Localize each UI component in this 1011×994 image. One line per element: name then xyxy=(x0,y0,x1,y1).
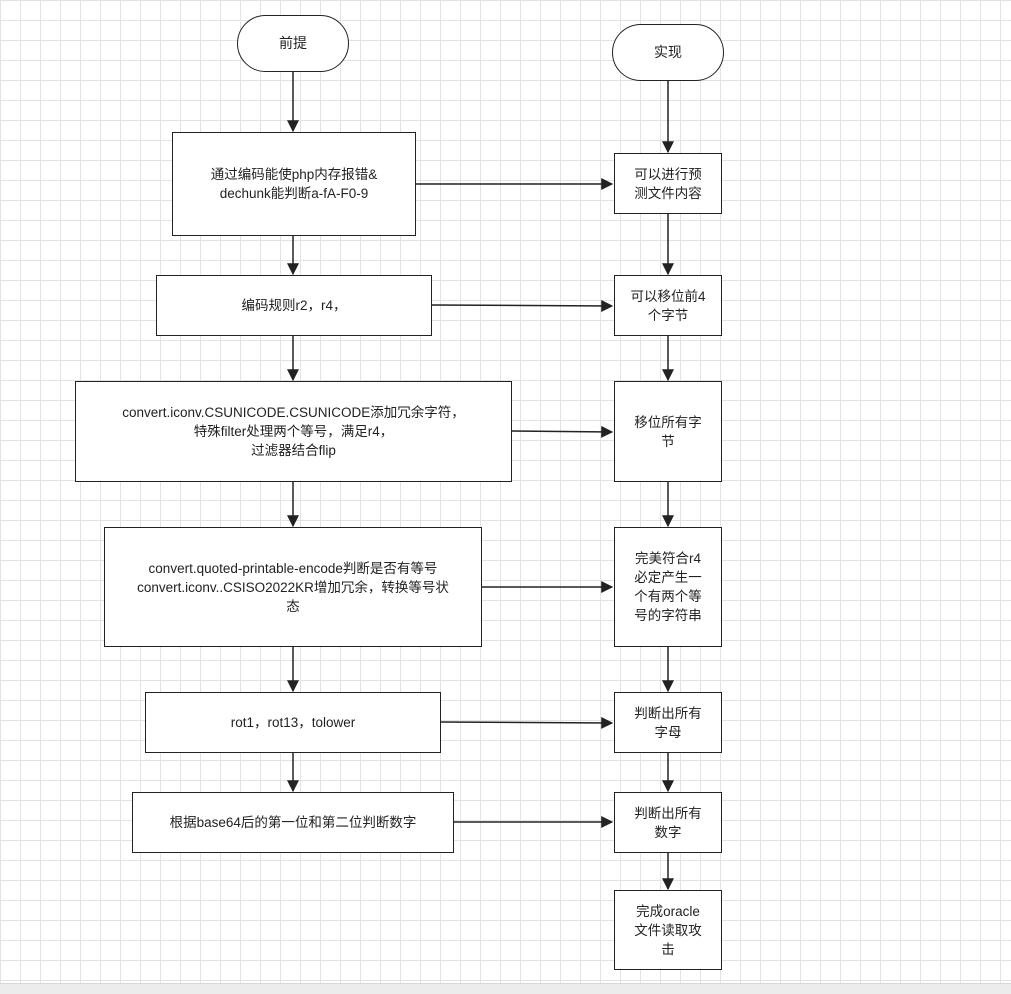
process-quoted-printable[interactable]: convert.quoted-printable-encode判断是否有等号 c… xyxy=(104,527,482,647)
result-shift-first-4-bytes-label: 可以移位前4 个字节 xyxy=(630,288,706,323)
connector-arrow-16 xyxy=(511,425,614,438)
result-all-letters[interactable]: 判断出所有 字母 xyxy=(614,692,722,753)
process-csunicode-filter-label: convert.iconv.CSUNICODE.CSUNICODE添加冗余字符，… xyxy=(122,405,465,458)
terminal-premise-label: 前提 xyxy=(279,35,307,51)
result-r4-two-equals-label: 完美符合r4 必定产生一 个有两个等 号的字符串 xyxy=(634,551,702,623)
result-oracle-attack-label: 完成oracle 文件读取攻 击 xyxy=(634,903,702,957)
process-rot-tolower[interactable]: rot1，rot13，tolower xyxy=(145,692,441,753)
process-memory-error-dechunk-label: 通过编码能使php内存报错& dechunk能判断a-fA-F0-9 xyxy=(210,167,378,201)
result-shift-all-bytes-label: 移位所有字 节 xyxy=(634,414,702,449)
result-r4-two-equals[interactable]: 完美符合r4 必定产生一 个有两个等 号的字符串 xyxy=(614,527,722,647)
process-encoding-rules-label: 编码规则r2，r4， xyxy=(241,298,347,313)
result-all-digits[interactable]: 判断出所有 数字 xyxy=(614,792,722,853)
process-memory-error-dechunk[interactable]: 通过编码能使php内存报错& dechunk能判断a-fA-F0-9 xyxy=(172,132,416,236)
connector-arrow-15 xyxy=(431,299,614,312)
process-encoding-rules[interactable]: 编码规则r2，r4， xyxy=(156,275,432,336)
bottom-scroll-bar[interactable] xyxy=(0,983,1011,994)
process-base64-digits[interactable]: 根据base64后的第一位和第二位判断数字 xyxy=(132,792,454,853)
result-shift-all-bytes[interactable]: 移位所有字 节 xyxy=(614,381,722,482)
result-oracle-attack[interactable]: 完成oracle 文件读取攻 击 xyxy=(614,890,722,970)
result-predict-content[interactable]: 可以进行预 测文件内容 xyxy=(614,153,722,214)
process-quoted-printable-label: convert.quoted-printable-encode判断是否有等号 c… xyxy=(137,560,449,614)
result-predict-content-label: 可以进行预 测文件内容 xyxy=(634,166,702,201)
connector-arrow-18 xyxy=(440,716,614,729)
process-base64-digits-label: 根据base64后的第一位和第二位判断数字 xyxy=(169,815,417,830)
terminal-implementation-label: 实现 xyxy=(654,44,682,60)
terminal-implementation[interactable]: 实现 xyxy=(612,24,724,81)
terminal-premise[interactable]: 前提 xyxy=(237,15,349,72)
result-all-digits-label: 判断出所有 数字 xyxy=(634,805,702,840)
process-csunicode-filter[interactable]: convert.iconv.CSUNICODE.CSUNICODE添加冗余字符，… xyxy=(75,381,512,482)
result-all-letters-label: 判断出所有 字母 xyxy=(634,705,702,740)
result-shift-first-4-bytes[interactable]: 可以移位前4 个字节 xyxy=(614,275,722,336)
process-rot-tolower-label: rot1，rot13，tolower xyxy=(230,715,356,730)
